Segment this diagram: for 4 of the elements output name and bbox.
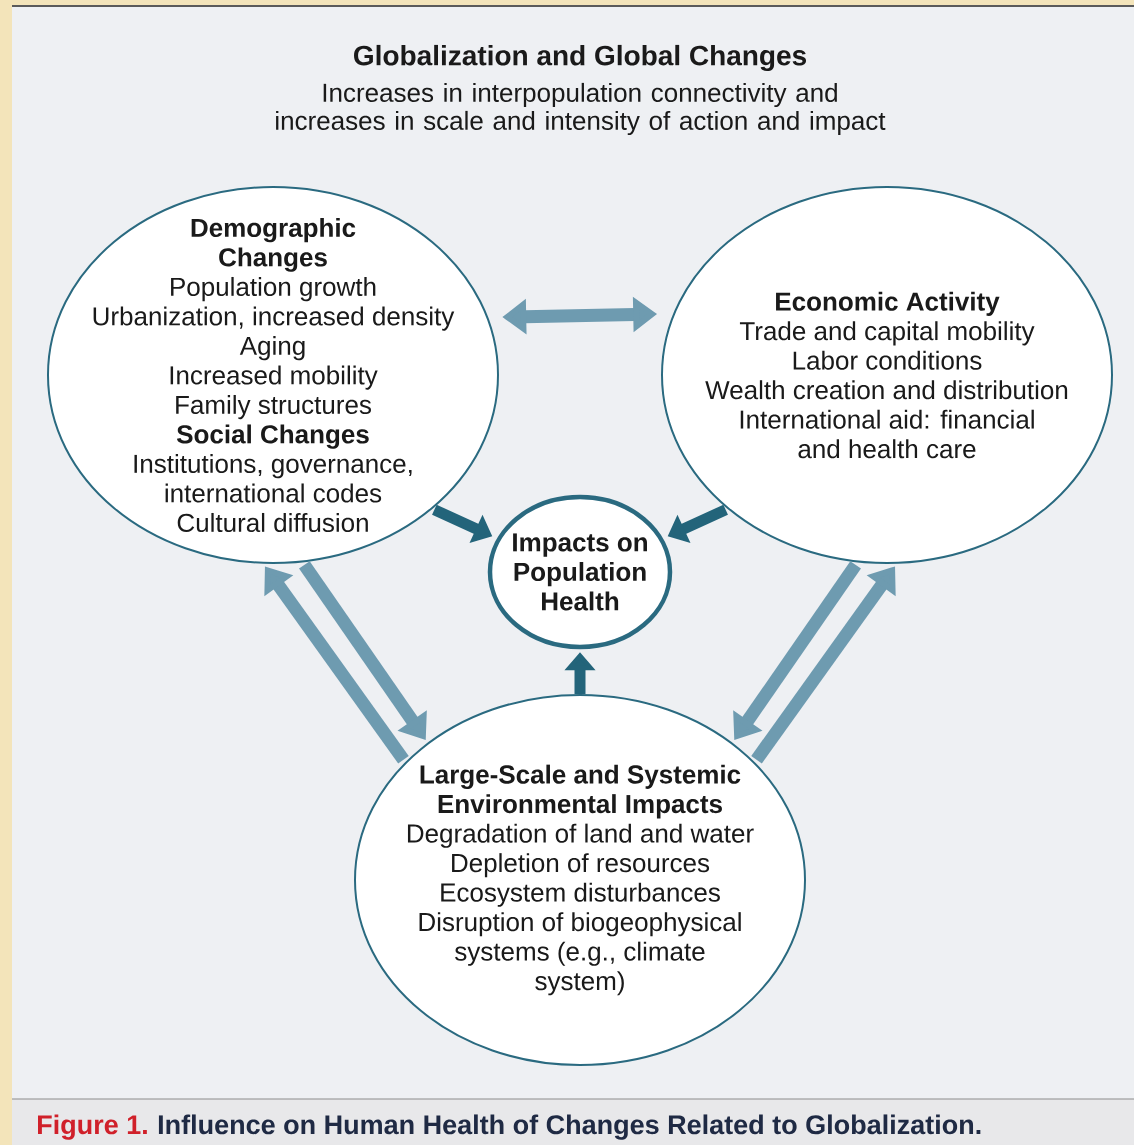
title: Globalization and Global Changes bbox=[354, 44, 807, 72]
figure-caption: Influence on Human Health of Changes Related to Globalization. bbox=[158, 1114, 981, 1140]
subtitle: Increases in interpopulation connectivity and increases in scale and intensity of action and impact bbox=[276, 82, 886, 136]
figure-number: Figure 1. bbox=[38, 1114, 147, 1140]
